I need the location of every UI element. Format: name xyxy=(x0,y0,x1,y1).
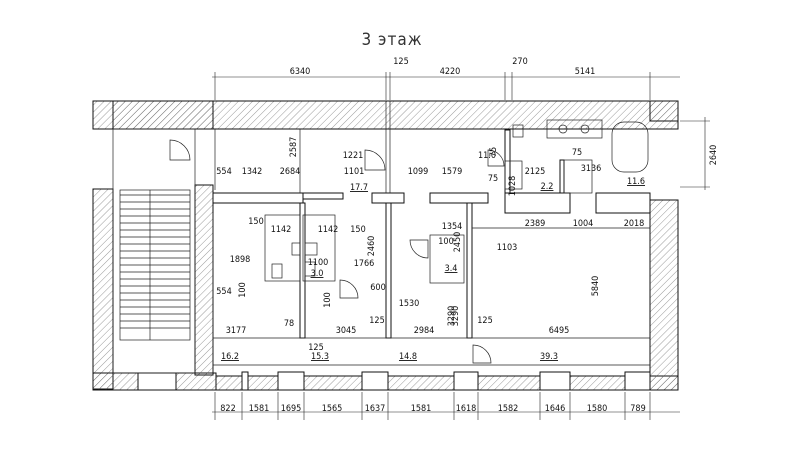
right-dimension: 2640 xyxy=(680,117,719,190)
interior-dim: 1099 xyxy=(408,167,429,177)
interior-dim: 3136 xyxy=(581,164,602,174)
interior-dim: 125 xyxy=(477,316,492,326)
interior-dim: 1028 xyxy=(508,176,518,197)
interior-dim: 6495 xyxy=(549,326,570,336)
interior-dim: 75 xyxy=(488,174,498,184)
bottom-dim: 1618 xyxy=(456,404,477,414)
interior-dim: 150 xyxy=(350,225,365,235)
top-dim: 270 xyxy=(512,57,527,67)
bottom-dim: 1637 xyxy=(365,404,386,414)
interior-dim: 1221 xyxy=(343,151,364,161)
interior-dim: 2389 xyxy=(525,219,546,229)
sanitary-fixtures xyxy=(271,119,649,279)
interior-dim: 1100 xyxy=(308,258,329,268)
interior-dim: 2450 xyxy=(453,232,463,253)
bottom-dim: 822 xyxy=(220,404,235,414)
top-dim: 6340 xyxy=(290,67,311,77)
room-area: 3.0 xyxy=(311,269,324,279)
interior-dim: 78 xyxy=(284,319,294,329)
room-area: 16.2 xyxy=(221,352,239,362)
interior-dim: 2125 xyxy=(525,167,546,177)
interior-dim: 1103 xyxy=(497,243,518,253)
interior-dim: 1530 xyxy=(399,299,420,309)
bottom-dim: 789 xyxy=(630,404,645,414)
interior-dim: 2460 xyxy=(367,236,377,257)
interior-dim: 75 xyxy=(572,148,582,158)
bottom-dimension-chain: 822 1581 1695 1565 1637 1581 1618 1582 1646 1580 7… xyxy=(212,392,680,420)
bottom-dim: 1581 xyxy=(411,404,432,414)
room-area: 11.6 xyxy=(627,177,645,187)
interior-dim: 1342 xyxy=(242,167,263,177)
top-dim: 5141 xyxy=(575,67,596,77)
right-dim-label: 2640 xyxy=(709,145,719,166)
doors xyxy=(169,139,505,364)
interior-dim: 125 xyxy=(369,316,384,326)
interior-dim: 3290 xyxy=(451,306,461,327)
interior-dim: 125 xyxy=(308,343,323,353)
interior-dim: 554 xyxy=(216,287,231,297)
room-areas: 17.7 2.2 11.6 3.0 3.4 16.2 15.3 14.8 39.3 xyxy=(221,177,645,362)
interior-dim: 1579 xyxy=(442,167,463,177)
staircase xyxy=(112,128,196,374)
interior-dim: 2984 xyxy=(414,326,435,336)
interior-dim: 3177 xyxy=(226,326,247,336)
interior-dim: 1004 xyxy=(573,219,594,229)
exterior-walls xyxy=(92,100,679,391)
top-dim: 125 xyxy=(393,57,408,67)
interior-dim: 3045 xyxy=(336,326,357,336)
room-area: 14.8 xyxy=(399,352,417,362)
interior-dim: 150 xyxy=(248,217,263,227)
top-dim: 4220 xyxy=(440,67,461,77)
interior-dim: 1354 xyxy=(442,222,463,232)
interior-dim: 554 xyxy=(216,167,231,177)
interior-dim: 100 xyxy=(323,292,333,307)
room-area: 15.3 xyxy=(311,352,329,362)
interior-dim: 1766 xyxy=(354,259,375,269)
room-area: 3.4 xyxy=(445,264,458,274)
interior-dim: 1142 xyxy=(271,225,292,235)
room-area: 17.7 xyxy=(350,183,368,193)
interior-dim: 1142 xyxy=(318,225,339,235)
interior-dim: 1101 xyxy=(344,167,365,177)
bottom-dim: 1646 xyxy=(545,404,566,414)
bottom-dim: 1695 xyxy=(281,404,302,414)
room-area: 39.3 xyxy=(540,352,558,362)
interior-dim: 2018 xyxy=(624,219,645,229)
interior-dim: 3290 xyxy=(447,306,457,327)
windows xyxy=(137,371,651,391)
interior-dim: 600 xyxy=(370,283,385,293)
interior-dim: 75 xyxy=(489,147,499,157)
top-dimension-chain: 6340 125 4220 270 5141 xyxy=(212,57,680,100)
bottom-dim: 1565 xyxy=(322,404,343,414)
bottom-dim: 1580 xyxy=(587,404,608,414)
interior-dim: 11.0 xyxy=(478,151,496,161)
floor-title: 3 этаж xyxy=(361,30,422,50)
interior-dim: 2684 xyxy=(280,167,301,177)
room-area: 2.2 xyxy=(541,182,554,192)
room-outlines xyxy=(212,101,650,375)
interior-dim: 100 xyxy=(438,237,453,247)
interior-walls xyxy=(212,129,651,339)
interior-dim: 5840 xyxy=(591,276,601,297)
interior-dim: 2587 xyxy=(289,137,299,158)
bottom-dim: 1581 xyxy=(249,404,270,414)
interior-dim: 100 xyxy=(238,282,248,297)
interior-dim: 1898 xyxy=(230,255,251,265)
bottom-dim: 1582 xyxy=(498,404,519,414)
